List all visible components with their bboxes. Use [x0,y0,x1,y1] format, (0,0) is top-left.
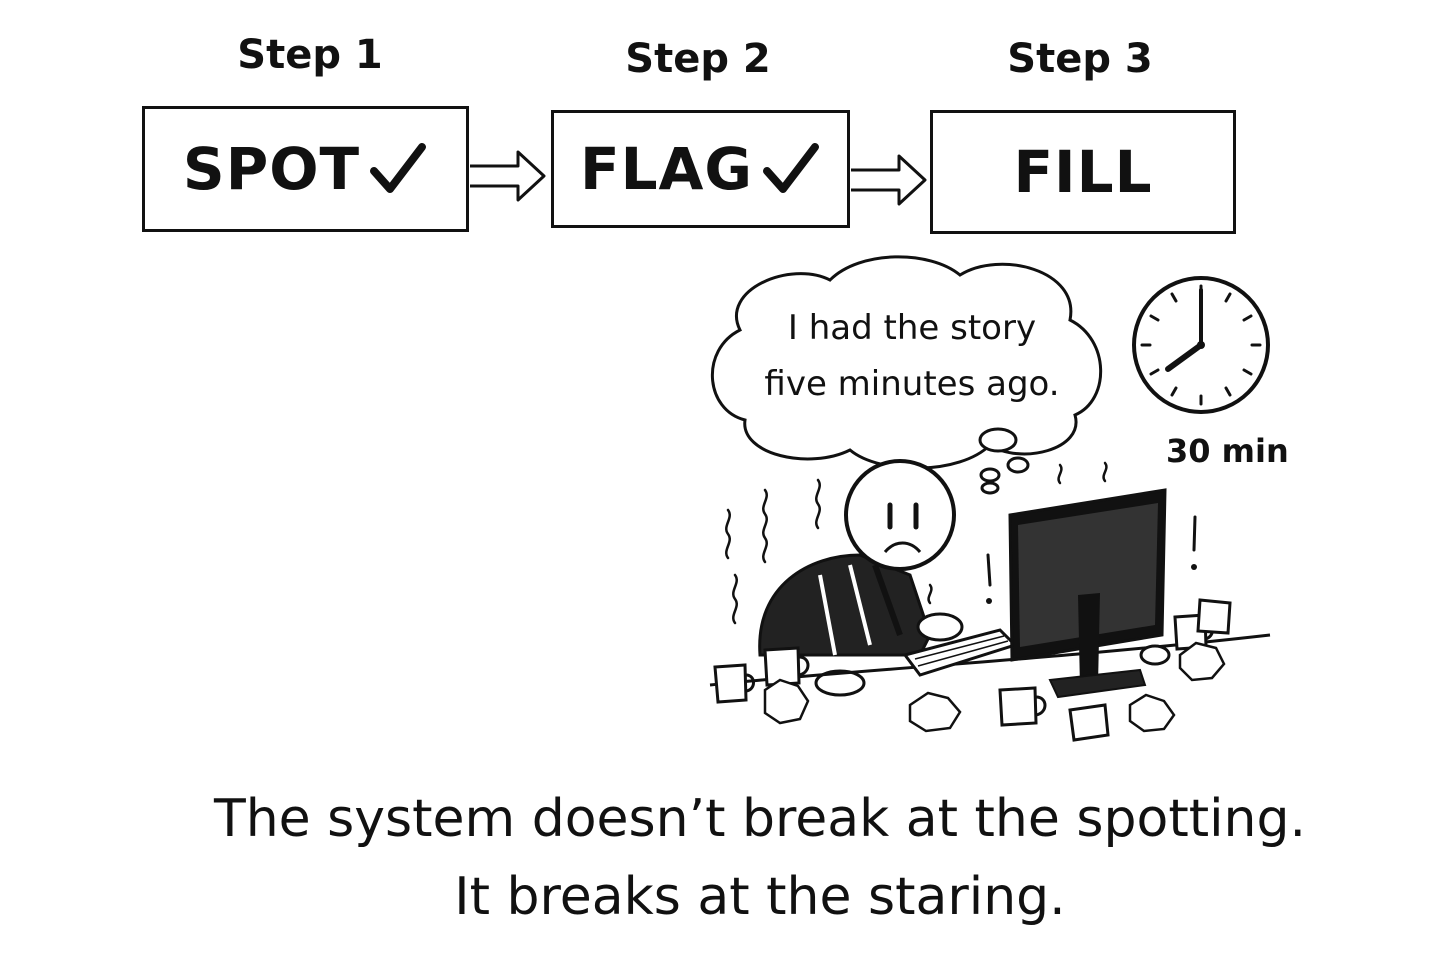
step-2-box: FLAG [551,110,850,228]
arrow-icon [470,150,546,202]
caption-line-2: It breaks at the staring. [454,867,1066,927]
step-3-box: FILL [930,110,1236,234]
crumpled-paper-icon [763,641,1226,733]
step-1-label: Step 1 [237,32,383,78]
step-1-name: SPOT [182,135,361,203]
thought-text: I had the story five minutes ago. [742,300,1082,412]
check-icon [370,143,427,193]
coffee-mug-icon [713,598,1232,742]
clock-icon [1132,276,1270,414]
check-icon [763,143,820,193]
timer-label: 30 min [1166,432,1289,470]
caption: The system doesn’t break at the spotting… [150,780,1370,936]
computer-monitor-icon [1008,488,1167,699]
step-1-box: SPOT [142,106,469,232]
thought-line-1: I had the story [787,308,1037,348]
step-2-name: FLAG [579,135,754,203]
stressed-person-at-desk [709,459,1271,742]
thought-bubble-icon [710,255,1103,495]
step-2-label: Step 2 [625,36,771,82]
arrow-icon [851,154,927,206]
caption-line-1: The system doesn’t break at the spotting… [213,789,1307,849]
thought-line-2: five minutes ago. [764,364,1060,404]
step-3-name: FILL [1013,138,1153,206]
step-3-label: Step 3 [1007,36,1153,82]
